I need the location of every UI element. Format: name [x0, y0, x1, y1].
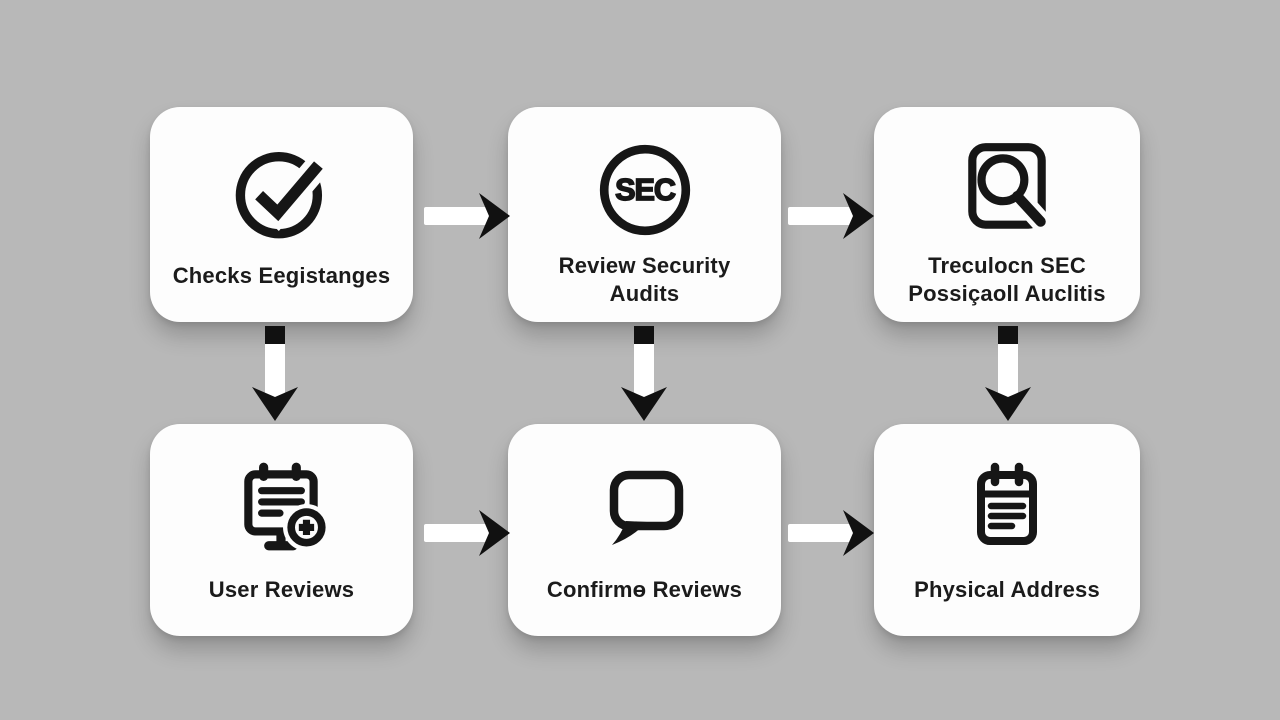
flow-box-label: Confirmɵ Reviews — [516, 576, 773, 604]
label-line: Treculocn SEC — [928, 253, 1086, 278]
flow-box-label: Treculocn SEC Possiçaoll Auclitis — [882, 252, 1132, 308]
arrow-down-icon — [620, 326, 668, 422]
notepad-icon — [874, 450, 1140, 564]
review-board-add-icon — [150, 450, 413, 564]
flow-box-label: Physical Address — [882, 576, 1132, 604]
flow-box-user-reviews: User Reviews — [150, 424, 413, 636]
flow-box-sec-audits-search: Treculocn SEC Possiçaoll Auclitis — [874, 107, 1140, 322]
flow-box-confirm-reviews: Confirmɵ Reviews — [508, 424, 781, 636]
label-line: Review Security — [558, 253, 731, 278]
flow-box-physical-address: Physical Address — [874, 424, 1140, 636]
label-line: Audits — [609, 281, 680, 306]
label-line: Confirmɵ Reviews — [546, 577, 743, 602]
arrow-right-icon — [422, 192, 510, 240]
label-line: Possiçaoll Auclitis — [908, 281, 1106, 306]
sec-badge-text: SEC — [615, 173, 676, 207]
sec-badge-icon: SEC — [508, 133, 781, 247]
label-line: Physical Address — [914, 577, 1100, 602]
speech-bubble-icon — [508, 450, 781, 564]
arrow-down-icon — [984, 326, 1032, 422]
flow-box-label: Checks Eegistanges — [158, 262, 405, 290]
arrow-right-icon — [786, 509, 874, 557]
flow-box-label: Review Security Audits — [516, 252, 773, 308]
label-line: User Reviews — [208, 577, 355, 602]
flow-box-review-security-audits: SEC Review Security Audits — [508, 107, 781, 322]
check-circle-icon — [150, 133, 413, 247]
arrow-right-icon — [422, 509, 510, 557]
flow-box-checks-registrations: Checks Eegistanges — [150, 107, 413, 322]
arrow-down-icon — [251, 326, 299, 422]
magnifier-document-icon — [874, 133, 1140, 247]
flow-box-label: User Reviews — [158, 576, 405, 604]
label-line: Checks Eegistanges — [172, 263, 391, 288]
arrow-right-icon — [786, 192, 874, 240]
